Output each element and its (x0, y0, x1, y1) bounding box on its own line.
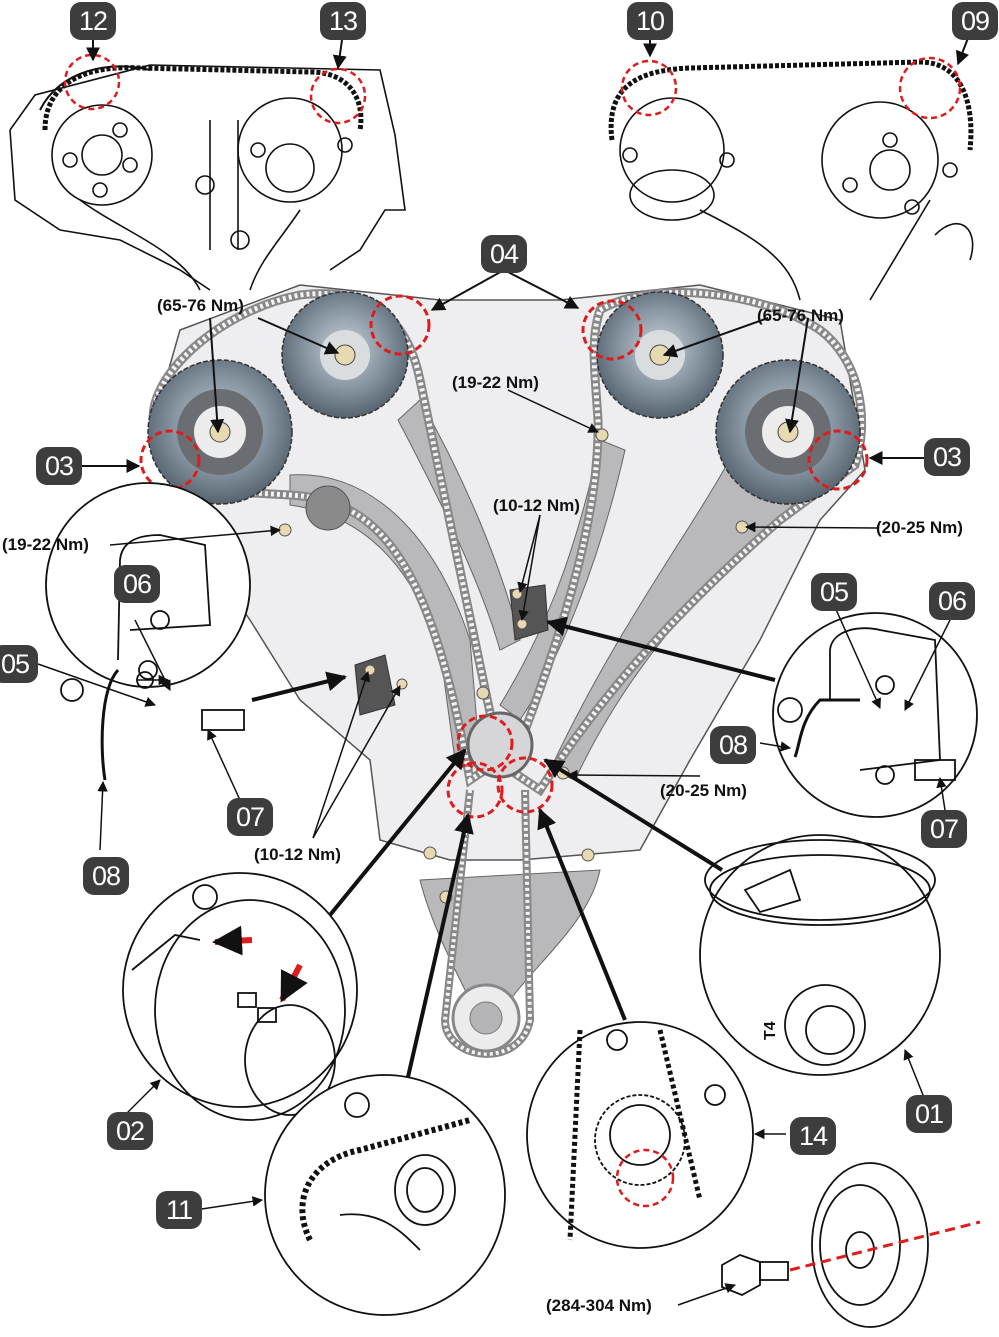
pulley-axis-line (789, 1220, 981, 1272)
inset-11-oil-pump-chain (264, 1074, 506, 1316)
engine-front-cover (147, 284, 867, 1058)
callout-badge-12: 12 (70, 2, 116, 40)
callout-badge-02: 02 (107, 1112, 153, 1150)
cam-sprocket-right-intake (596, 291, 724, 419)
callout-badge-03-left: 03 (36, 447, 82, 485)
cam-sprocket-left-intake (281, 291, 409, 419)
callout-badge-06-right: 06 (929, 582, 975, 620)
alignment-mark-13 (309, 67, 367, 125)
torque-cam-sprocket-left: (65-76 Nm) (157, 296, 244, 315)
inset-top-left-camshafts (9, 64, 406, 291)
idler-hub (305, 485, 351, 531)
leader-arrows (37, 269, 951, 1306)
damper-mark-text: T4 (762, 1021, 779, 1040)
callout-badge-04: 04 (481, 235, 527, 273)
callout-badge-05-right: 05 (811, 573, 857, 611)
chain-top-left (42, 65, 364, 131)
torque-guide-upper-center: (19-22 Nm) (452, 373, 539, 392)
alignment-mark-14 (615, 1148, 675, 1208)
timing-chain-oil-pump (440, 789, 535, 1058)
inset-top-right-camshafts (608, 59, 974, 301)
alignment-mark-12 (63, 53, 121, 111)
callout-badge-07-right: 07 (921, 810, 967, 848)
inset-14-crank-sprocket-mark (526, 1021, 754, 1249)
torque-crank-pulley-bolt: (284-304 Nm) (546, 1296, 652, 1315)
inset-01-crank-damper (699, 834, 941, 1076)
callout-badge-01: 01 (906, 1095, 952, 1133)
crankshaft-sprocket (466, 711, 534, 779)
callout-badge-11: 11 (156, 1191, 202, 1229)
oil-pump-sprocket (451, 983, 521, 1053)
callout-badge-07-left: 07 (227, 798, 273, 836)
callout-badge-13: 13 (320, 2, 366, 40)
chain-guide-center-left (397, 399, 521, 651)
callout-badge-09: 09 (952, 2, 998, 40)
crank-pulley-exploded (721, 1162, 929, 1328)
alignment-mark-09 (898, 56, 962, 120)
red-arrow-key-slot (212, 925, 253, 956)
torque-guide-left: (19-22 Nm) (2, 535, 89, 554)
callout-badge-08-right: 08 (710, 726, 756, 764)
callout-badge-08-left: 08 (83, 857, 129, 895)
inset-left-tensioner (45, 482, 251, 781)
chain-top-right (608, 59, 974, 151)
inset-02-crankshaft-key (122, 872, 358, 1121)
inset-right-tensioner (772, 612, 978, 818)
torque-guide-right-lower: (20-25 Nm) (660, 781, 747, 800)
callout-badge-05-left: 05 (0, 645, 38, 683)
callout-badge-06-left: 06 (114, 565, 160, 603)
red-arrow-key (279, 963, 308, 1003)
callout-badge-14: 14 (790, 1117, 836, 1155)
alignment-marks-main (139, 294, 869, 819)
torque-tensioner-right-bolts: (10-12 Nm) (493, 496, 580, 515)
arrow-13 (332, 39, 347, 70)
callout-badge-03-right: 03 (924, 438, 970, 476)
callout-badge-10: 10 (627, 2, 673, 40)
torque-tensioner-left-bolts: (10-12 Nm) (254, 845, 341, 864)
torque-cam-sprocket-right: (65-76 Nm) (757, 306, 844, 325)
torque-guide-right-upper: (20-25 Nm) (876, 518, 963, 537)
alignment-mark-10 (620, 59, 678, 117)
arrow-09 (955, 37, 970, 66)
